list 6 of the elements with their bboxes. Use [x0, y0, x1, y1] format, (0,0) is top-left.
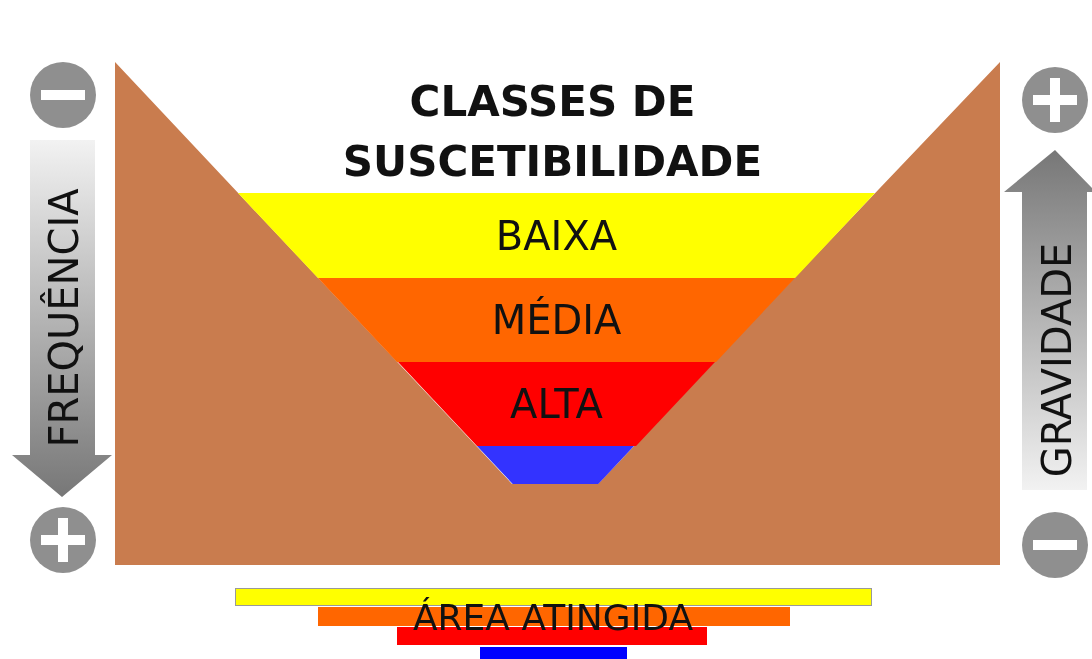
axis-label: GRAVIDADE [1037, 242, 1077, 478]
class-label: MÉDIA [491, 297, 622, 343]
title: CLASSES DE SUSCETIBILIDADE [341, 76, 764, 188]
class-label: ALTA [510, 381, 603, 427]
bar [480, 647, 627, 659]
class-label: BAIXA [495, 212, 618, 259]
